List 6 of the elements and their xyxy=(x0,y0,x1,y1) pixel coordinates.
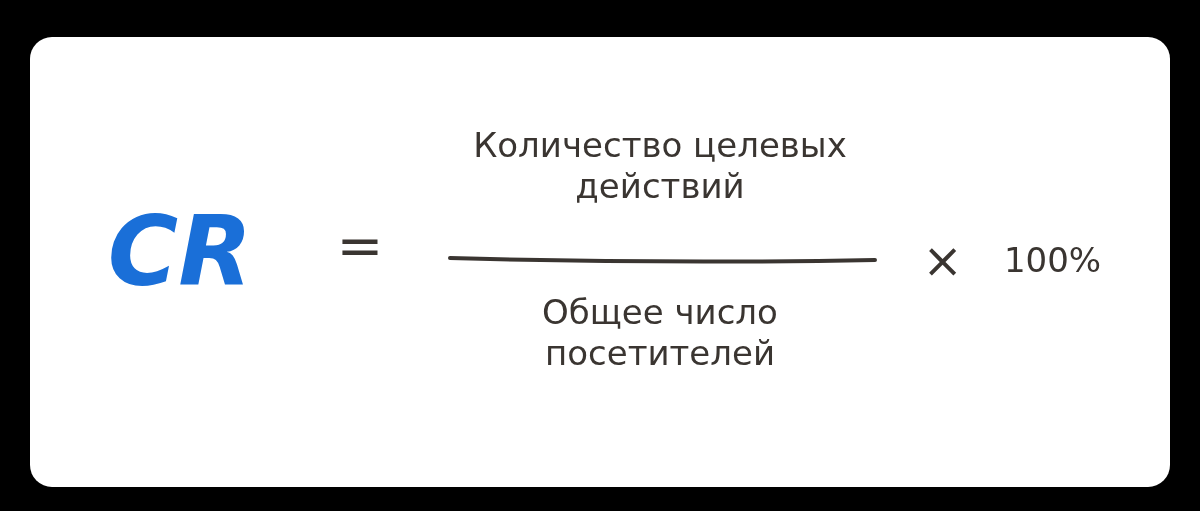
percentage-value: 100% xyxy=(1002,240,1103,281)
formula-variable: CR xyxy=(106,195,254,310)
equals-sign: = xyxy=(335,212,385,280)
multiplication-sign: × xyxy=(921,232,964,290)
numerator-text: Количество целевых действий xyxy=(472,125,848,207)
denominator-text: Общее число посетителей xyxy=(541,292,779,374)
